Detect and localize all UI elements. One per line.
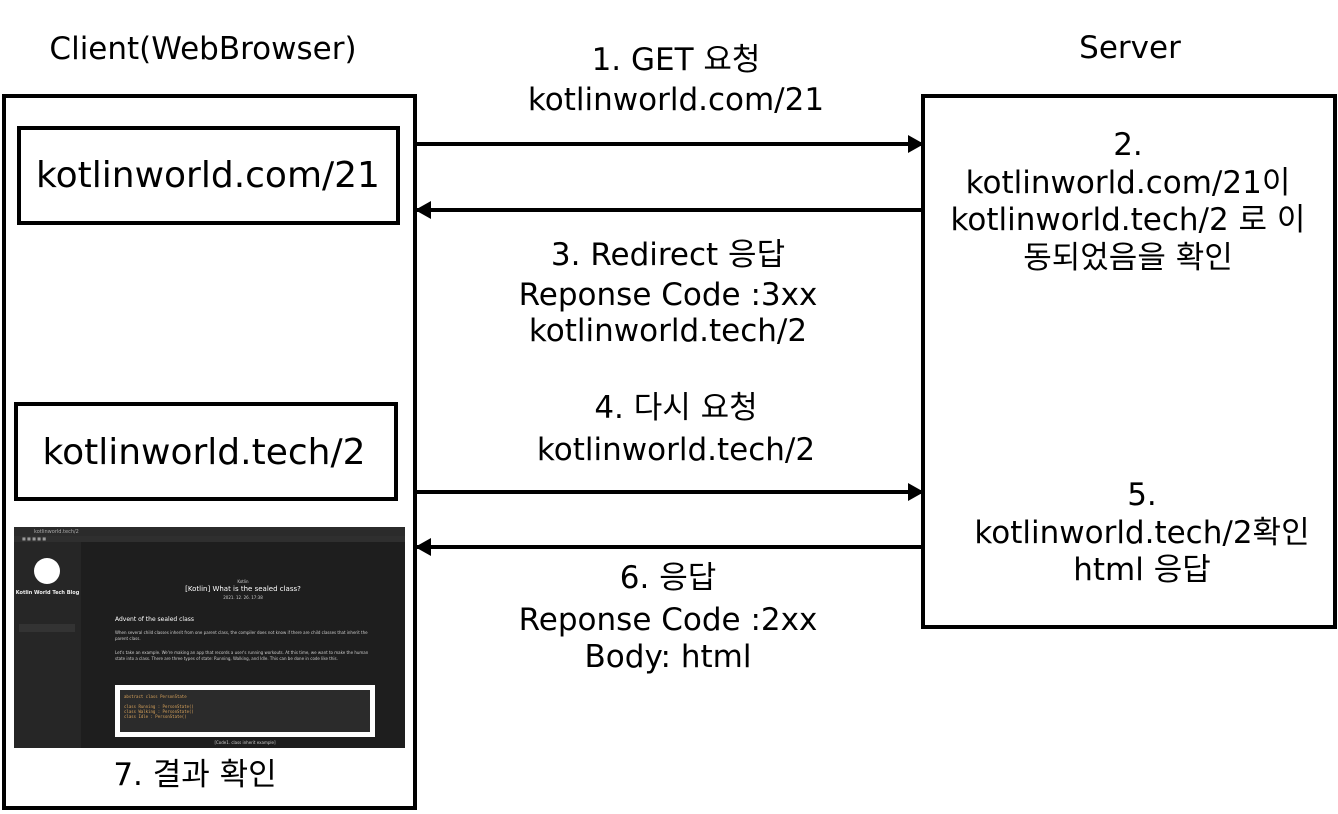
post-title: [Kotlin] What is the sealed class? [185, 585, 301, 593]
step3-url: kotlinworld.tech/2 [528, 313, 808, 349]
step6-code: Reponse Code :2xx [518, 602, 818, 638]
blog-name: Kotlin World Tech Blog [15, 590, 80, 596]
bookmarks-bar: ■ ■ ■ ■ ■ [14, 536, 405, 542]
server-box [921, 94, 1337, 629]
step3-label: 3. Redirect 응답 [550, 237, 786, 273]
post-heading: Advent of the sealed class [115, 616, 195, 623]
server-title: Server [1079, 30, 1181, 66]
arrow-redirect-3 [415, 201, 922, 219]
step4-url: kotlinworld.tech/2 [536, 432, 816, 468]
code-block: abstract class PersonState class Running… [115, 685, 375, 737]
blog-avatar [34, 558, 60, 584]
step3-code: Reponse Code :3xx [518, 277, 818, 313]
step4-label: 4. 다시 요청 [594, 390, 758, 426]
url-box-2-text: kotlinworld.tech/2 [42, 432, 366, 473]
step6-label: 6. 응답 [619, 560, 717, 596]
url-box-1-text: kotlinworld.com/21 [36, 155, 380, 196]
arrow-request-1 [417, 135, 924, 153]
post-content: Kotlin [Kotlin] What is the sealed class… [81, 542, 405, 748]
post-paragraph: When several child classes inherit from … [115, 630, 368, 641]
result-label: 7. 결과 확인 [113, 757, 277, 793]
arrow-response-6 [415, 538, 922, 556]
browser-result-screenshot: kotlinworld.tech/2 ■ ■ ■ ■ ■ Kotlin Worl… [14, 527, 405, 748]
url-box-2 [14, 402, 398, 501]
client-title: Client(WebBrowser) [49, 31, 357, 67]
search-box[interactable] [19, 624, 75, 632]
arrow-request-4 [417, 483, 924, 501]
step2-line: 2. [1113, 127, 1143, 163]
step1-label: 1. GET 요청 [591, 42, 761, 78]
step2-line: kotlinworld.tech/2 로 이 [950, 202, 1306, 238]
step2-line: 동되었음을 확인 [1023, 240, 1233, 276]
address-bar: kotlinworld.tech/2 [34, 528, 79, 535]
post-paragraph: Let's take an example. We're making an a… [115, 650, 369, 661]
step2-line: kotlinworld.com/21이 [965, 165, 1291, 201]
step5-line: 5. [1127, 477, 1157, 513]
code-caption: [Code1. class inherit example] [214, 740, 276, 745]
post-date: 2021. 12. 26. 17:38 [223, 595, 263, 600]
step5-line: kotlinworld.tech/2확인 [974, 515, 1310, 551]
post-category: Kotlin [237, 579, 249, 584]
step1-url: kotlinworld.com/21 [527, 82, 825, 118]
client-box [2, 94, 417, 810]
url-box-1 [17, 126, 400, 225]
step6-body: Body: html [584, 639, 752, 675]
step5-line: html 응답 [1073, 552, 1211, 588]
blog-sidebar: Kotlin World Tech Blog [14, 542, 81, 748]
